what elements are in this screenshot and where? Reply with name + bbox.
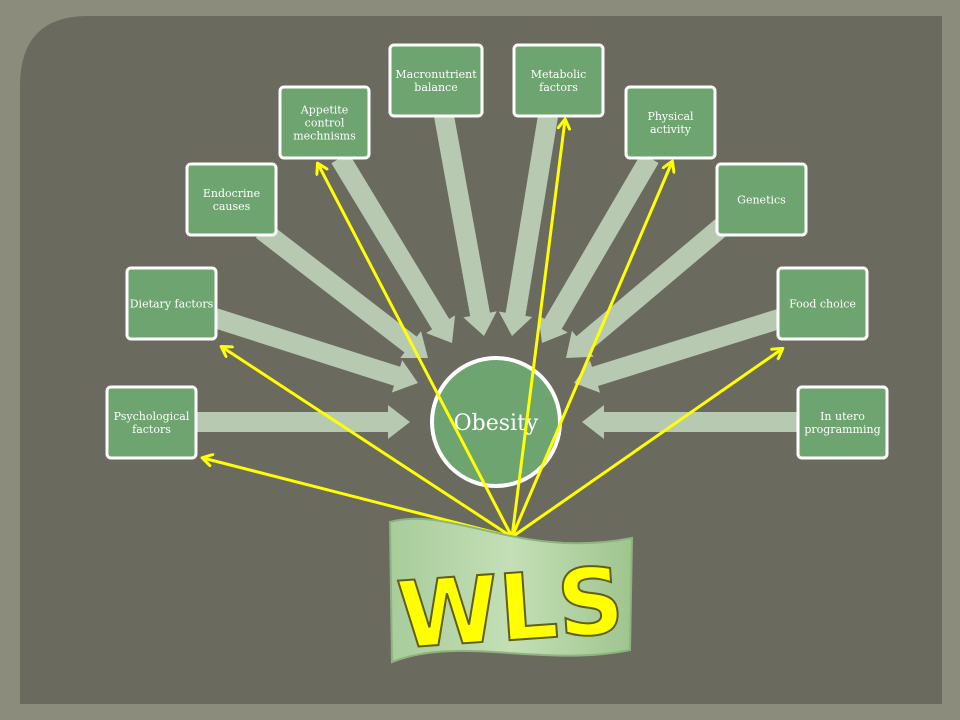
factor-label-genetics: Genetics (737, 194, 786, 207)
factor-box-endocrine (185, 162, 278, 237)
factor-label-metabolic: factors (539, 81, 578, 94)
connector-arrows (151, 114, 798, 439)
factor-dietary: Dietary factors (125, 266, 218, 341)
factor-box-appetite (278, 85, 371, 160)
factor-box-metabolic (512, 43, 605, 118)
factor-label-dietary: Dietary factors (130, 298, 214, 311)
factor-label-in-utero: In utero (820, 410, 865, 423)
factor-box-macronutrient (388, 43, 484, 118)
connector-macronutrient (434, 114, 497, 336)
factor-label-endocrine: causes (213, 200, 251, 213)
factor-box-psychological (105, 385, 198, 460)
factor-label-appetite: Appetite (300, 104, 348, 117)
factor-box-dietary (125, 266, 218, 341)
connector-genetics (566, 216, 732, 358)
factor-label-in-utero: programming (804, 423, 880, 436)
connector-appetite (331, 152, 456, 343)
factor-food: Food choice (776, 266, 869, 341)
wls-arrow-metabolic (510, 120, 565, 538)
wls-banner: WLS (388, 517, 634, 671)
connector-in-utero (582, 405, 798, 439)
connector-metabolic (498, 114, 558, 337)
wls-arrow-appetite (318, 164, 514, 538)
factor-label-physical: activity (650, 123, 692, 136)
factor-label-food: Food choice (789, 298, 856, 311)
factor-label-macronutrient: balance (414, 81, 457, 94)
factor-genetics: Genetics (715, 162, 808, 237)
wls-arrow-food (511, 349, 782, 539)
connector-food (574, 308, 785, 393)
factor-box-in-utero (796, 385, 889, 460)
factor-box-food (776, 266, 869, 341)
banner-label: WLS (394, 547, 627, 670)
connector-physical (538, 153, 659, 343)
factor-label-endocrine: Endocrine (203, 187, 260, 200)
factor-label-psychological: factors (132, 423, 171, 436)
connector-dietary (212, 308, 418, 393)
banner-flag (388, 517, 634, 664)
center-node: Obesity (430, 356, 562, 488)
factor-box-genetics (715, 162, 808, 237)
factor-label-metabolic: Metabolic (531, 68, 587, 81)
factor-label-appetite: mechnisms (293, 130, 356, 143)
connector-endocrine (255, 222, 428, 358)
factor-label-psychological: Psychological (114, 410, 190, 423)
wls-arrow-physical (510, 162, 672, 538)
wls-arrow-dietary (222, 347, 513, 539)
factor-label-macronutrient: Macronutrient (395, 68, 477, 81)
connector-psychological (151, 405, 410, 439)
factor-label-appetite: control (305, 117, 345, 130)
factor-label-physical: Physical (647, 110, 694, 123)
factor-box-physical (624, 85, 717, 160)
